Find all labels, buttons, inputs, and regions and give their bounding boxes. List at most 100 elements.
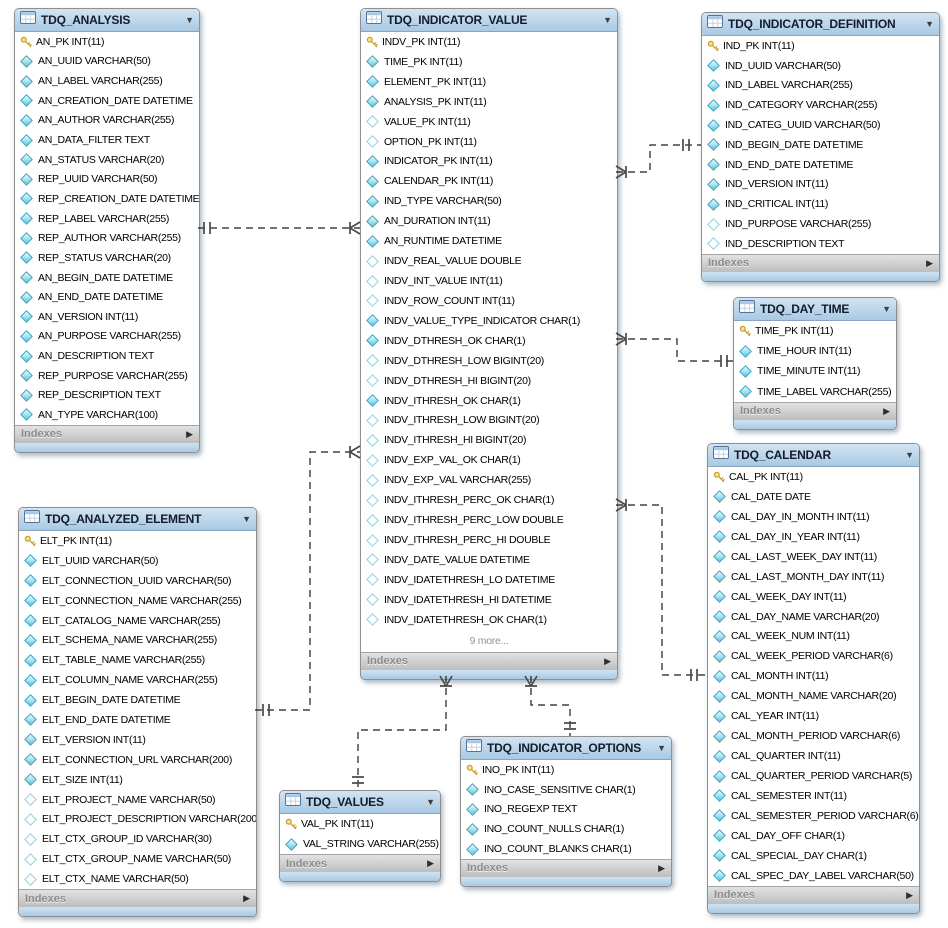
field-row[interactable]: ELT_VERSION INT(11) — [19, 730, 256, 750]
field-row[interactable]: REP_DESCRIPTION TEXT — [15, 386, 199, 406]
field-row[interactable]: ELT_END_DATE DATETIME — [19, 710, 256, 730]
field-row[interactable]: INDV_PK INT(11) — [361, 32, 617, 52]
collapse-arrow-icon[interactable]: ▼ — [905, 449, 914, 460]
table-header[interactable]: TDQ_INDICATOR_OPTIONS ▼ — [461, 737, 671, 760]
field-row[interactable]: AN_TYPE VARCHAR(100) — [15, 405, 199, 425]
field-row[interactable]: TIME_PK INT(11) — [361, 52, 617, 72]
field-row[interactable]: ELT_CATALOG_NAME VARCHAR(255) — [19, 611, 256, 631]
expand-arrow-icon[interactable]: ▶ — [604, 655, 611, 666]
field-row[interactable]: AN_LABEL VARCHAR(255) — [15, 71, 199, 91]
field-row[interactable]: CAL_PK INT(11) — [708, 467, 919, 487]
field-row[interactable]: ELT_CTX_GROUP_ID VARCHAR(30) — [19, 829, 256, 849]
table-header[interactable]: TDQ_ANALYZED_ELEMENT ▼ — [19, 508, 256, 531]
field-row[interactable]: INO_REGEXP TEXT — [461, 800, 671, 820]
field-row[interactable]: INDV_DTHRESH_OK CHAR(1) — [361, 331, 617, 351]
field-row[interactable]: VALUE_PK INT(11) — [361, 112, 617, 132]
collapse-arrow-icon[interactable]: ▼ — [603, 14, 612, 25]
field-row[interactable]: IND_LABEL VARCHAR(255) — [702, 76, 939, 96]
collapse-arrow-icon[interactable]: ▼ — [185, 14, 194, 25]
field-row[interactable]: CAL_DAY_NAME VARCHAR(20) — [708, 607, 919, 627]
field-row[interactable]: VAL_PK INT(11) — [280, 814, 440, 834]
indexes-bar[interactable]: Indexes ▶ — [461, 858, 671, 877]
field-row[interactable]: INDV_ITHRESH_OK CHAR(1) — [361, 391, 617, 411]
table-header[interactable]: TDQ_DAY_TIME ▼ — [734, 298, 896, 321]
field-row[interactable]: TIME_MINUTE INT(11) — [734, 361, 896, 381]
field-row[interactable]: ELT_SIZE INT(11) — [19, 770, 256, 790]
field-row[interactable]: VAL_STRING VARCHAR(255) — [280, 834, 440, 854]
relation-indicator-value-to-indicator-options[interactable] — [524, 675, 576, 736]
field-row[interactable]: TIME_PK INT(11) — [734, 321, 896, 341]
field-row[interactable]: ELT_UUID VARCHAR(50) — [19, 551, 256, 571]
field-row[interactable]: CALENDAR_PK INT(11) — [361, 171, 617, 191]
field-row[interactable]: AN_AUTHOR VARCHAR(255) — [15, 111, 199, 131]
field-row[interactable]: ELT_PROJECT_NAME VARCHAR(50) — [19, 790, 256, 810]
field-row[interactable]: ELT_PK INT(11) — [19, 531, 256, 551]
field-row[interactable]: OPTION_PK INT(11) — [361, 132, 617, 152]
field-row[interactable]: CAL_MONTH INT(11) — [708, 666, 919, 686]
field-row[interactable]: ELT_CTX_NAME VARCHAR(50) — [19, 869, 256, 889]
field-row[interactable]: INDV_DTHRESH_LOW BIGINT(20) — [361, 351, 617, 371]
field-row[interactable]: AN_VERSION INT(11) — [15, 307, 199, 327]
field-row[interactable]: CAL_DAY_IN_YEAR INT(11) — [708, 527, 919, 547]
field-row[interactable]: ELT_PROJECT_DESCRIPTION VARCHAR(200) — [19, 809, 256, 829]
indexes-bar[interactable]: Indexes ▶ — [15, 424, 199, 443]
field-row[interactable]: AN_RUNTIME DATETIME — [361, 231, 617, 251]
relation-indicator-value-to-values[interactable] — [352, 675, 453, 790]
field-row[interactable]: AN_END_DATE DATETIME — [15, 287, 199, 307]
expand-arrow-icon[interactable]: ▶ — [906, 889, 913, 900]
field-row[interactable]: CAL_MONTH_PERIOD VARCHAR(6) — [708, 726, 919, 746]
field-row[interactable]: INDV_DTHRESH_HI BIGINT(20) — [361, 371, 617, 391]
field-row[interactable]: INDV_ITHRESH_PERC_OK CHAR(1) — [361, 490, 617, 510]
expand-arrow-icon[interactable]: ▶ — [883, 405, 890, 416]
er-table-tdq_calendar[interactable]: TDQ_CALENDAR ▼ CAL_PK INT(11)CAL_DATE DA… — [707, 443, 920, 914]
indexes-bar[interactable]: Indexes ▶ — [19, 889, 256, 908]
field-row[interactable]: CAL_LAST_WEEK_DAY INT(11) — [708, 547, 919, 567]
field-row[interactable]: IND_END_DATE DATETIME — [702, 155, 939, 175]
field-row[interactable]: INDV_IDATETHRESH_LO DATETIME — [361, 570, 617, 590]
field-row[interactable]: AN_BEGIN_DATE DATETIME — [15, 268, 199, 288]
expand-arrow-icon[interactable]: ▶ — [926, 257, 933, 268]
field-row[interactable]: IND_CATEG_UUID VARCHAR(50) — [702, 115, 939, 135]
field-row[interactable]: INDV_ITHRESH_PERC_HI DOUBLE — [361, 530, 617, 550]
expand-arrow-icon[interactable]: ▶ — [186, 428, 193, 439]
er-table-tdq_indicator_value[interactable]: TDQ_INDICATOR_VALUE ▼ INDV_PK INT(11)TIM… — [360, 8, 618, 680]
field-row[interactable]: CAL_DAY_OFF CHAR(1) — [708, 826, 919, 846]
field-row[interactable]: TIME_HOUR INT(11) — [734, 341, 896, 361]
field-row[interactable]: INDICATOR_PK INT(11) — [361, 152, 617, 172]
indexes-bar[interactable]: Indexes ▶ — [702, 253, 939, 272]
field-row[interactable]: CAL_MONTH_NAME VARCHAR(20) — [708, 686, 919, 706]
field-row[interactable]: CAL_SPECIAL_DAY CHAR(1) — [708, 846, 919, 866]
indexes-bar[interactable]: Indexes ▶ — [708, 885, 919, 904]
er-table-tdq_indicator_options[interactable]: TDQ_INDICATOR_OPTIONS ▼ INO_PK INT(11)IN… — [460, 736, 672, 887]
field-row[interactable]: INDV_ITHRESH_HI BIGINT(20) — [361, 430, 617, 450]
field-row[interactable]: IND_TYPE VARCHAR(50) — [361, 191, 617, 211]
field-row[interactable]: AN_PK INT(11) — [15, 32, 199, 52]
field-row[interactable]: IND_PK INT(11) — [702, 36, 939, 56]
relation-analyzed-element-to-indicator-value[interactable] — [255, 445, 361, 716]
field-row[interactable]: ELT_BEGIN_DATE DATETIME — [19, 690, 256, 710]
field-row[interactable]: ELT_CONNECTION_NAME VARCHAR(255) — [19, 591, 256, 611]
field-row[interactable]: INO_COUNT_BLANKS CHAR(1) — [461, 839, 671, 859]
field-row[interactable]: INDV_EXP_VAL VARCHAR(255) — [361, 470, 617, 490]
table-header[interactable]: TDQ_VALUES ▼ — [280, 791, 440, 814]
field-row[interactable]: INDV_VALUE_TYPE_INDICATOR CHAR(1) — [361, 311, 617, 331]
table-header[interactable]: TDQ_INDICATOR_DEFINITION ▼ — [702, 13, 939, 36]
field-row[interactable]: ELT_SCHEMA_NAME VARCHAR(255) — [19, 630, 256, 650]
field-row[interactable]: CAL_WEEK_DAY INT(11) — [708, 587, 919, 607]
collapse-arrow-icon[interactable]: ▼ — [657, 742, 666, 753]
field-row[interactable]: AN_UUID VARCHAR(50) — [15, 52, 199, 72]
relation-indicator-value-to-indicator-definition[interactable] — [615, 139, 701, 179]
field-row[interactable]: REP_PURPOSE VARCHAR(255) — [15, 366, 199, 386]
field-row[interactable]: CAL_QUARTER INT(11) — [708, 746, 919, 766]
field-row[interactable]: INDV_INT_VALUE INT(11) — [361, 271, 617, 291]
field-row[interactable]: IND_UUID VARCHAR(50) — [702, 56, 939, 76]
field-row[interactable]: INDV_ROW_COUNT INT(11) — [361, 291, 617, 311]
field-row[interactable]: INDV_REAL_VALUE DOUBLE — [361, 251, 617, 271]
field-row[interactable]: INDV_IDATETHRESH_OK CHAR(1) — [361, 610, 617, 630]
field-row[interactable]: INO_COUNT_NULLS CHAR(1) — [461, 819, 671, 839]
relation-analysis-to-indicator-value[interactable] — [198, 221, 361, 235]
table-header[interactable]: TDQ_INDICATOR_VALUE ▼ — [361, 9, 617, 32]
er-table-tdq_values[interactable]: TDQ_VALUES ▼ VAL_PK INT(11)VAL_STRING VA… — [279, 790, 441, 882]
field-row[interactable]: CAL_QUARTER_PERIOD VARCHAR(5) — [708, 766, 919, 786]
field-row[interactable]: REP_CREATION_DATE DATETIME — [15, 189, 199, 209]
